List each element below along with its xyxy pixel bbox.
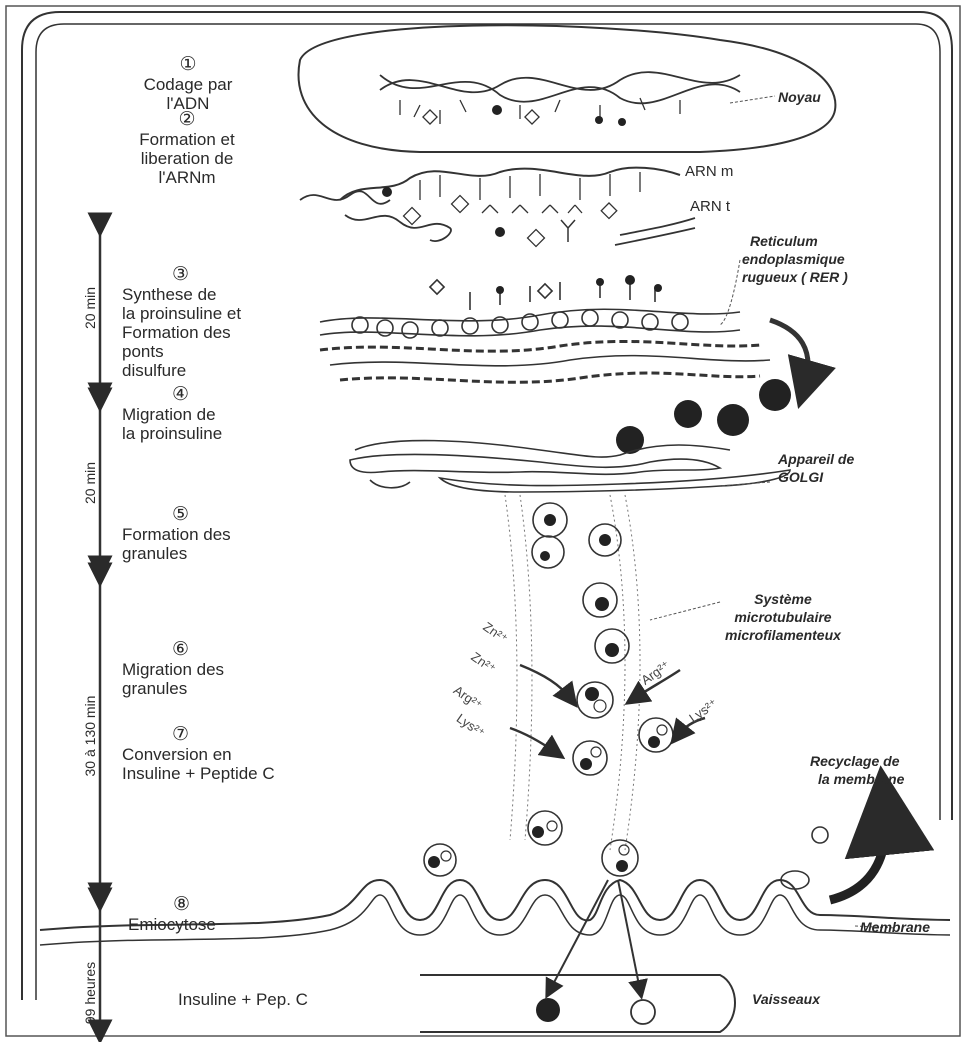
arnm-label: ARN m (685, 163, 733, 180)
step-2-label: ② Formation et liberation de l'ARNm (112, 110, 262, 187)
golgi-label: Appareil de GOLGI (778, 450, 854, 486)
step-3-line: Formation des (122, 323, 292, 342)
nucleus-dot (492, 105, 502, 115)
trna-y (561, 220, 575, 242)
reticulum-line: rugueux ( RER ) (742, 268, 848, 286)
granules (424, 503, 828, 889)
step-7-label: ⑦ Conversion en Insuline + Peptide C (122, 725, 342, 783)
vaisseaux-label: Vaisseaux (752, 990, 820, 1008)
golgi-leader (720, 482, 770, 486)
step-4-label: ④ Migration de la proinsuline (122, 385, 282, 443)
step-3-label: ③ Synthese de la proinsuline et Formatio… (122, 265, 292, 380)
step-6-label: ⑥ Migration des granules (122, 640, 282, 698)
recyclage-line: Recyclage de (810, 752, 904, 770)
step-3-line: ponts (122, 342, 292, 361)
mrna-codons (404, 172, 640, 246)
trna-dot (495, 227, 505, 237)
step-4-number: ④ (122, 385, 282, 405)
step-4-line: la proinsuline (122, 424, 282, 443)
step-2-line: liberation de (112, 149, 262, 168)
step-3-line: disulfure (122, 361, 292, 380)
step-6-line: granules (122, 679, 282, 698)
step-2-line: l'ARNm (112, 168, 262, 187)
proinsulin-vesicle (717, 404, 749, 436)
step-5-line: Formation des (122, 525, 282, 544)
bottom-insulin-label: Insuline + Pep. C (178, 990, 308, 1010)
step-1-line: Codage par (118, 75, 258, 94)
trna-wave-right (615, 218, 695, 245)
golgi-line: GOLGI (778, 468, 854, 486)
time-label-4: 99 heures (82, 948, 98, 1038)
noyau-leader (730, 96, 775, 103)
step-1-number: ① (118, 55, 258, 75)
step-4-line: Migration de (122, 405, 282, 424)
microtub-leader (650, 602, 720, 620)
step-6-line: Migration des (122, 660, 282, 679)
time-label-1: 20 min (82, 273, 98, 343)
step-3-line: Synthese de (122, 285, 292, 304)
ribosome-dot (654, 284, 662, 292)
step-7-number: ⑦ (122, 725, 342, 745)
microtub-line: Système (725, 590, 841, 608)
arnt-label: ARN t (690, 198, 730, 215)
step-2-number: ② (112, 110, 262, 130)
step-5-line: granules (122, 544, 282, 563)
recycling-arrow (830, 810, 886, 900)
ribosome-dot (625, 275, 635, 285)
nucleus-dot (595, 116, 603, 124)
recyclage-label: Recyclage de la membrane (810, 752, 904, 788)
ribosome-dot (596, 278, 604, 286)
step-5-number: ⑤ (122, 505, 282, 525)
microtub-line: microfilamenteux (725, 626, 841, 644)
noyau-label: Noyau (778, 88, 821, 106)
step-3-line: la proinsuline et (122, 304, 292, 323)
microtubule-lanes (505, 495, 640, 850)
nucleus-dot (618, 118, 626, 126)
step-1-label: ① Codage par l'ADN (118, 55, 258, 113)
ribosome-dot (496, 286, 504, 294)
step-5-label: ⑤ Formation des granules (122, 505, 282, 563)
step-2-line: Formation et (112, 130, 262, 149)
proinsulin-vesicle (674, 400, 702, 428)
step-8-line: Emiocytose (128, 915, 268, 934)
step-8-number: ⑧ (128, 895, 268, 915)
peptide-c-in-vessel (631, 1000, 655, 1024)
rer (320, 280, 770, 382)
step-7-line: Insuline + Peptide C (122, 764, 342, 783)
trna-wave-left (345, 215, 451, 241)
mrna-tail (300, 191, 390, 204)
rer-to-golgi-arrow (770, 320, 808, 385)
vessel-wall (420, 975, 735, 1032)
dna-strand-1 (380, 72, 740, 92)
ion-arrows (510, 665, 705, 752)
time-label-3: 30 à 130 min (82, 681, 98, 791)
step-3-number: ③ (122, 265, 292, 285)
membrane-label: Membrane (860, 918, 930, 936)
recyclage-line: la membrane (810, 770, 904, 788)
trna-dot (382, 187, 392, 197)
microtub-line: microtubulaire (725, 608, 841, 626)
microtub-label: Système microtubulaire microfilamenteux (725, 590, 841, 644)
proinsulin-vesicle (759, 379, 791, 411)
nucleus-outline (299, 25, 836, 152)
golgi (350, 441, 790, 492)
nucleus-bases (400, 98, 680, 124)
rer-leader (720, 260, 740, 325)
golgi-line: Appareil de (778, 450, 854, 468)
reticulum-line: endoplasmique (742, 250, 848, 268)
reticulum-line: Reticulum (742, 232, 848, 250)
reticulum-label: Reticulum endoplasmique rugueux ( RER ) (742, 232, 848, 286)
step-6-number: ⑥ (122, 640, 282, 660)
insulin-in-vessel (536, 998, 560, 1022)
step-7-line: Conversion en (122, 745, 342, 764)
time-label-2: 20 min (82, 448, 98, 518)
step-8-label: ⑧ Emiocytose (128, 895, 268, 934)
secretion-arrow (550, 880, 608, 990)
